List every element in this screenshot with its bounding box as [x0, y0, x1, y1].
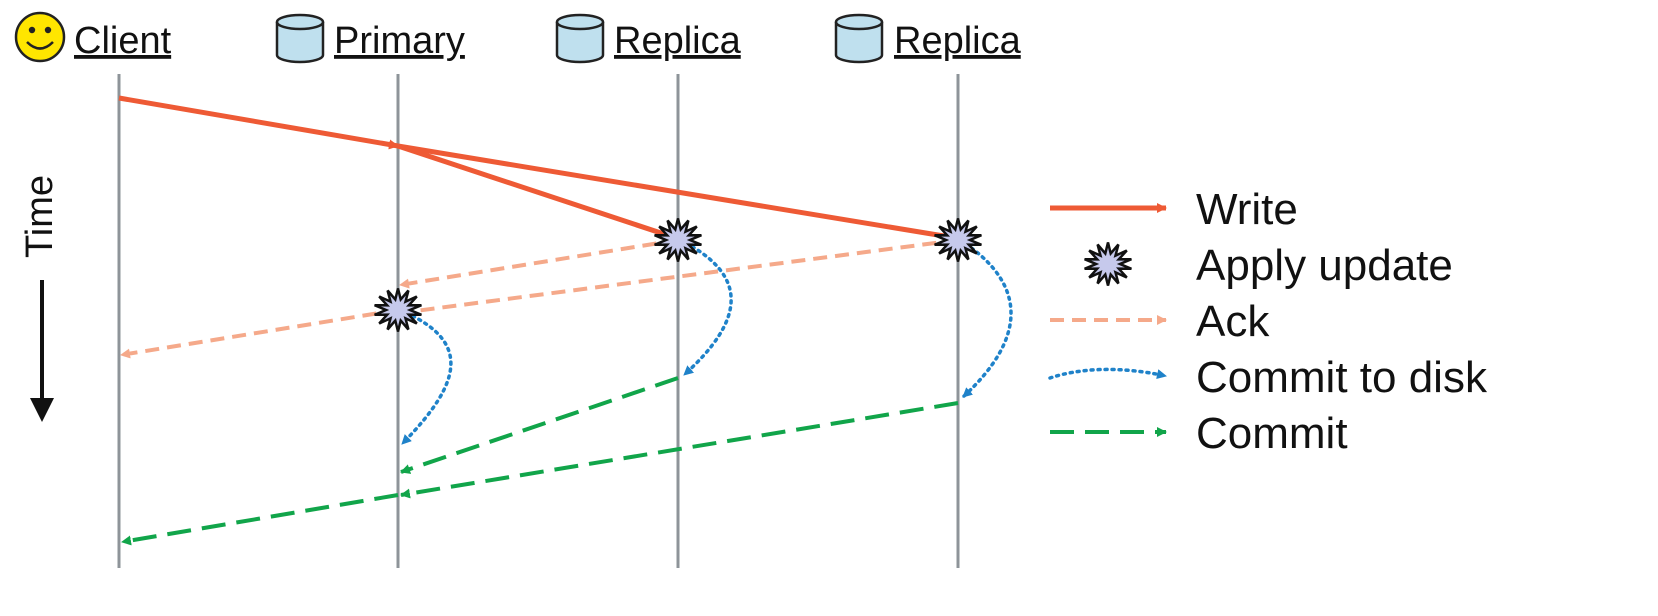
- actor-label-client: Client: [74, 20, 172, 62]
- write-client-to-primary: [118, 95, 399, 150]
- legend-label-ack: Ack: [1196, 297, 1270, 346]
- burst-shape: [1084, 242, 1132, 286]
- legend-item-write: Write: [1050, 185, 1298, 234]
- ack-replica-2-to-primary: [399, 238, 959, 317]
- commit-replica-1-to-primary: [400, 376, 679, 474]
- legend-item-commit-to-disk: Commit to disk: [1048, 353, 1488, 402]
- actor-replica-1: Replica: [555, 13, 742, 64]
- ack-replica-1-to-primary: [399, 238, 679, 289]
- burst-shape: [934, 218, 982, 262]
- actor-label-replica-1: Replica: [614, 20, 742, 62]
- commit-disk-primary: [398, 308, 453, 446]
- actor-primary: Primary: [275, 13, 465, 64]
- burst-shape: [374, 288, 422, 332]
- legend-label-write: Write: [1196, 185, 1298, 234]
- legend: Write Apply update Ack Commit to disk Co…: [1048, 185, 1488, 458]
- actor-label-replica-2: Replica: [894, 20, 1022, 62]
- legend-label-apply-update: Apply update: [1196, 241, 1453, 290]
- actor-client: Client: [14, 11, 172, 63]
- commit-replica-2-to-primary: [400, 401, 959, 499]
- commit-disk-replica-1: [678, 238, 733, 377]
- write-primary-to-replica-2: [397, 143, 957, 242]
- burst-shape: [654, 218, 702, 262]
- legend-item-commit: Commit: [1050, 409, 1348, 458]
- time-axis-label: Time: [19, 175, 61, 258]
- actor-replica-2: Replica: [834, 13, 1022, 64]
- legend-label-commit-to-disk: Commit to disk: [1196, 353, 1488, 402]
- apply-update-burst-icon: [374, 288, 422, 332]
- ack-primary-to-client: [120, 308, 399, 359]
- apply-update-burst-icon: [654, 218, 702, 262]
- legend-item-apply-update: Apply update: [1084, 241, 1453, 290]
- database-cylinder-icon: [834, 13, 884, 64]
- commit-disk-replica-2: [958, 238, 1013, 399]
- legend-item-ack: Ack: [1050, 297, 1270, 346]
- commit-primary-to-client: [121, 493, 399, 546]
- database-cylinder-icon: [555, 13, 605, 64]
- time-axis-arrowhead: [30, 398, 54, 422]
- database-cylinder-icon: [275, 13, 325, 64]
- legend-label-commit: Commit: [1196, 409, 1348, 458]
- time-axis: Time: [19, 175, 61, 422]
- smiley-face-icon: [14, 11, 66, 63]
- legend-swatch-commit-to-disk: [1048, 367, 1168, 380]
- apply-update-burst-icon: [934, 218, 982, 262]
- actor-label-primary: Primary: [334, 20, 465, 62]
- write-primary-to-replica-1: [397, 143, 677, 241]
- apply-update-burst-icon: [1084, 242, 1132, 286]
